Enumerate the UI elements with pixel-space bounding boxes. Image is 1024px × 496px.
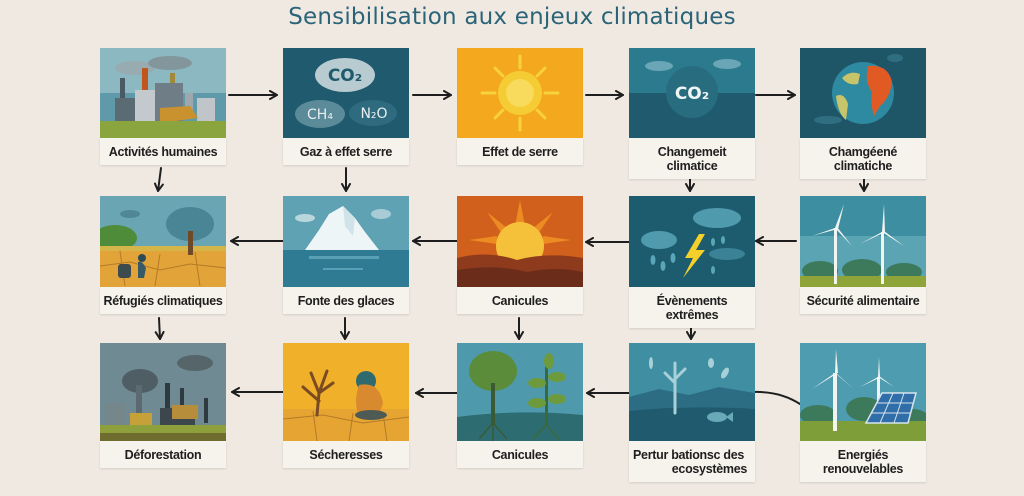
card-label-line1: Pertur bationsc des <box>633 448 744 462</box>
card-activites-humaines[interactable]: Activités humaines <box>100 48 226 165</box>
card-gaz-effet-serre[interactable]: CO₂ CH₄ N₂O Gaz à effet serre <box>283 48 409 165</box>
card-label: Changemeit climatice <box>629 138 755 179</box>
card-effet-de-serre[interactable]: Effet de serre <box>457 48 583 165</box>
page-title: Sensibilisation aux enjeux climatiques <box>288 4 736 30</box>
card-label-line2: ecosystèmes <box>671 462 748 476</box>
card-deforestation[interactable]: Déforestation <box>100 343 226 468</box>
co2-globe-icon: CO₂ <box>629 48 755 138</box>
factory-pollution-icon <box>100 48 226 138</box>
heatwave-sun-icon <box>457 196 583 287</box>
card-refugies-climatiques[interactable]: Réfugiés climatiques <box>100 196 226 314</box>
svg-text:CO₂: CO₂ <box>328 66 362 86</box>
card-label: Pertur bationsc des ecosystèmes <box>629 441 755 482</box>
card-label: Effet de serre <box>457 138 583 165</box>
svg-text:N₂O: N₂O <box>360 106 387 122</box>
card-label: Canicules <box>457 287 583 314</box>
dead-tree-person-icon <box>283 343 409 441</box>
underwater-ecosystem-icon <box>629 343 755 441</box>
trees-roots-icon <box>457 343 583 441</box>
storm-lightning-icon <box>629 196 755 287</box>
card-perturbations-ecosystemes[interactable]: Pertur bationsc des ecosystèmes <box>629 343 755 482</box>
card-canicules-2[interactable]: Canicules <box>457 343 583 468</box>
card-label: Évènements extrêmes <box>629 287 755 328</box>
card-label: Déforestation <box>100 441 226 468</box>
smog-factory-icon <box>100 343 226 441</box>
drought-refugee-icon <box>100 196 226 287</box>
card-label: Activités humaines <box>100 138 226 165</box>
card-energies-renouvelables[interactable]: Energiés renouvelables <box>800 343 926 482</box>
card-label: Gaz à effet serre <box>283 138 409 165</box>
card-securite-alimentaire[interactable]: Sécurité alimentaire <box>800 196 926 314</box>
card-changement-climatique[interactable]: CO₂ Changemeit climatice <box>629 48 755 179</box>
card-fonte-des-glaces[interactable]: Fonte des glaces <box>283 196 409 314</box>
card-label: Energiés renouvelables <box>800 441 926 482</box>
card-label: Canicules <box>457 441 583 468</box>
card-label: Fonte des glaces <box>283 287 409 314</box>
melting-iceberg-icon <box>283 196 409 287</box>
card-label: Réfugiés climatiques <box>100 287 226 314</box>
wind-solar-icon <box>800 343 926 441</box>
svg-text:CO₂: CO₂ <box>675 84 709 104</box>
card-secheresses[interactable]: Sécheresses <box>283 343 409 468</box>
greenhouse-gas-clouds-icon: CO₂ CH₄ N₂O <box>283 48 409 138</box>
wind-turbines-icon <box>800 196 926 287</box>
card-label: Sécheresses <box>283 441 409 468</box>
card-canicules[interactable]: Canicules <box>457 196 583 314</box>
svg-text:CH₄: CH₄ <box>307 107 333 123</box>
card-evenements-extremes[interactable]: Évènements extrêmes <box>629 196 755 328</box>
card-changement-climatique-2[interactable]: Chamgéené climatiche <box>800 48 926 179</box>
sun-icon <box>457 48 583 138</box>
card-label: Chamgéené climatiche <box>800 138 926 179</box>
card-label: Sécurité alimentaire <box>800 287 926 314</box>
warming-earth-icon <box>800 48 926 138</box>
